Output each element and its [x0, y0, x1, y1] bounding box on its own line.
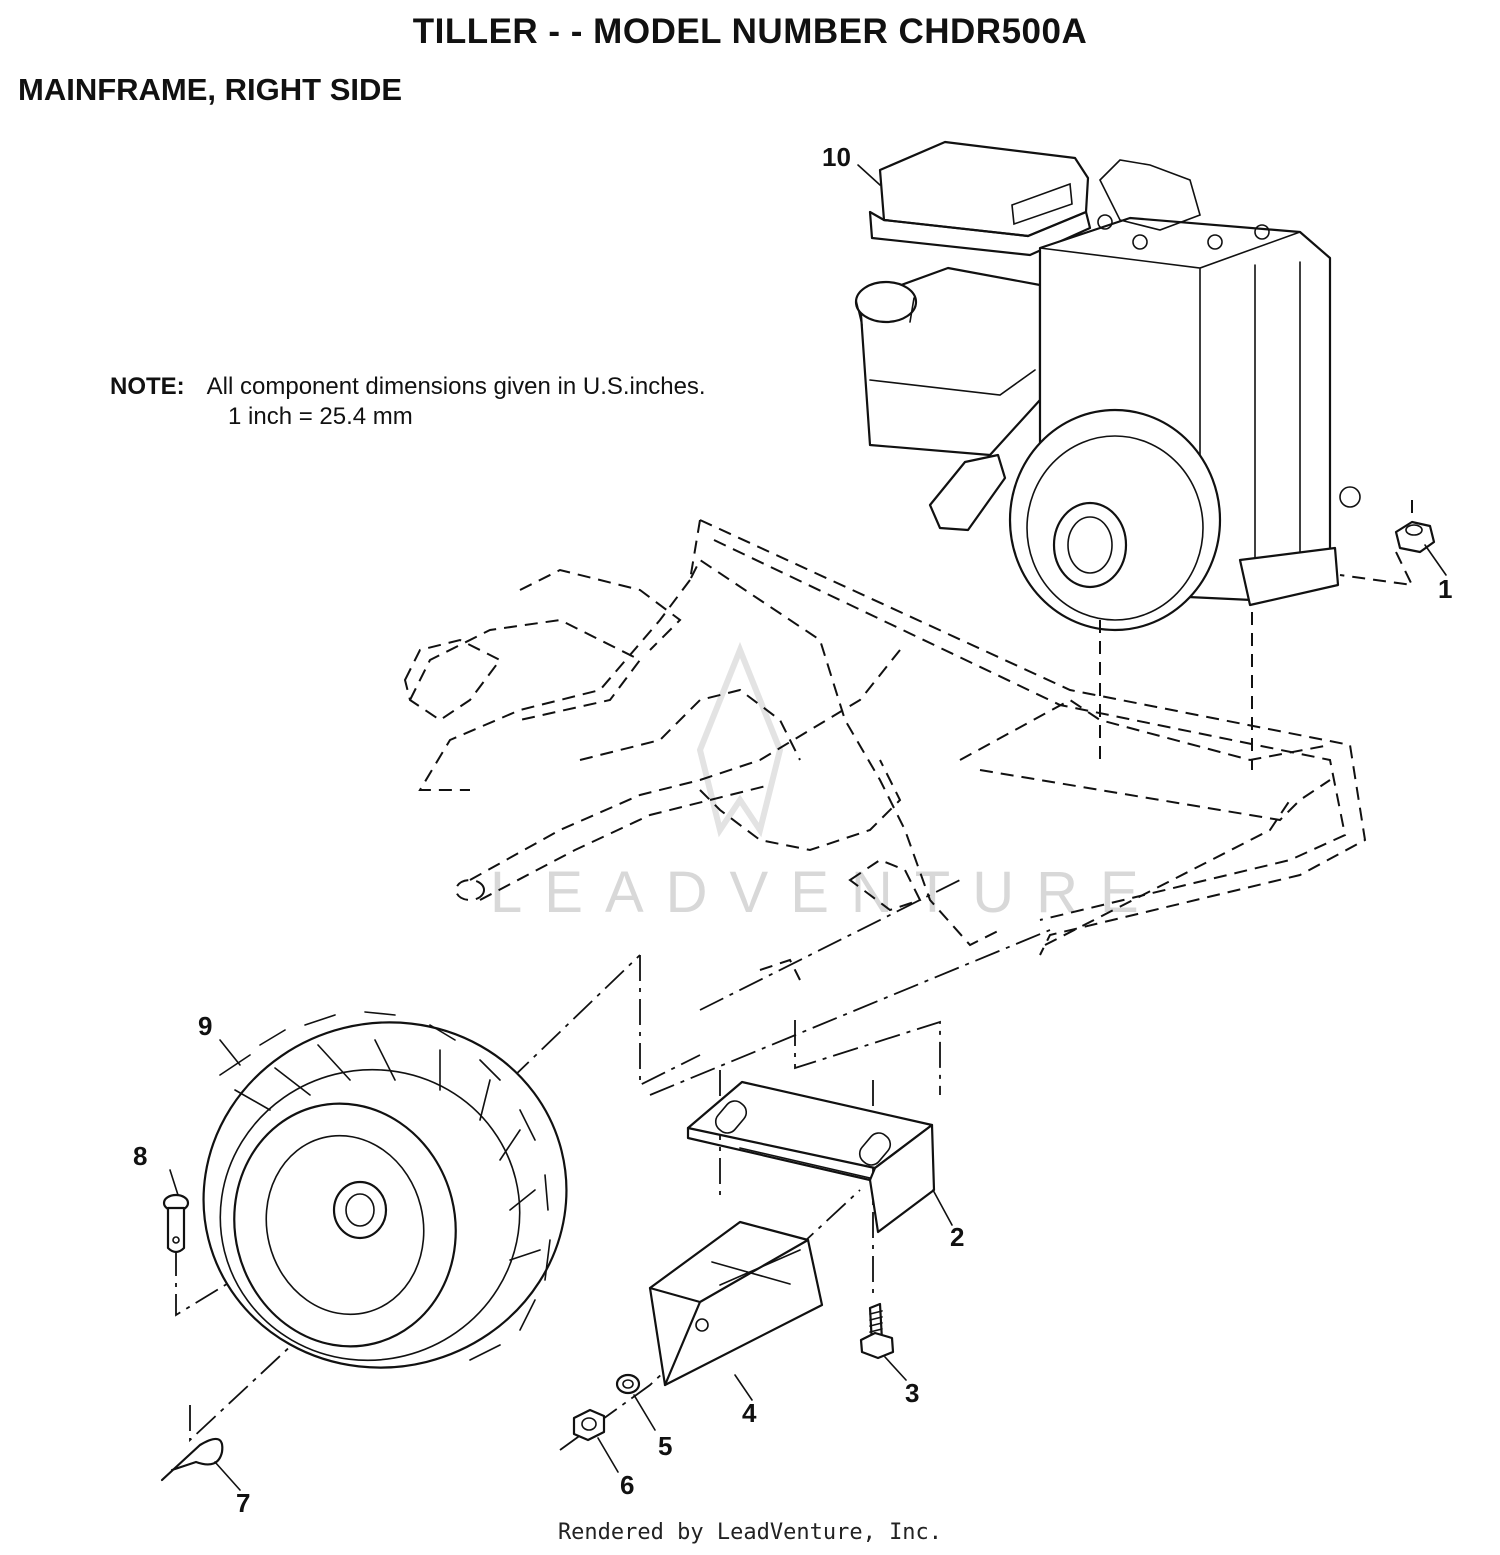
callout-1: 1	[1438, 574, 1452, 604]
hex-nut[interactable]	[572, 1408, 606, 1442]
callout-2: 2	[950, 1222, 964, 1252]
dimension-note: NOTE: All component dimensions given in U…	[110, 372, 706, 432]
clevis-pin[interactable]	[162, 1193, 190, 1254]
callout-10: 10	[822, 142, 851, 172]
callout-5: 5	[658, 1431, 672, 1461]
hairpin-cotter[interactable]	[160, 1437, 224, 1482]
engine[interactable]	[854, 140, 1361, 632]
section-subtitle: MAINFRAME, RIGHT SIDE	[18, 72, 403, 107]
callout-7: 7	[236, 1488, 250, 1518]
page-title: TILLER - - MODEL NUMBER CHDR500A	[412, 12, 1088, 51]
callout-leaders	[169, 164, 1447, 1491]
hex-bolt[interactable]	[859, 1302, 895, 1360]
mainframe-phantom	[403, 519, 1367, 981]
callout-8: 8	[133, 1141, 147, 1171]
lock-washer[interactable]	[615, 1373, 641, 1395]
note-line-2: 1 inch = 25.4 mm	[228, 403, 413, 430]
callout-3: 3	[905, 1378, 919, 1408]
flange-nut[interactable]	[1339, 500, 1436, 587]
footer-credit: Rendered by LeadVenture, Inc.	[557, 1520, 943, 1545]
note-line-1: All component dimensions given in U.S.in…	[206, 373, 706, 400]
mounting-bracket[interactable]	[686, 1080, 936, 1234]
callout-6: 6	[620, 1470, 634, 1500]
callout-4: 4	[742, 1398, 757, 1428]
watermark-text: LEADVENTURE	[490, 860, 1161, 925]
callout-9: 9	[198, 1011, 212, 1041]
wheel-and-tire[interactable]	[167, 984, 603, 1406]
watermark-logo: LEADVENTURE	[490, 641, 1161, 925]
wheel-weight[interactable]	[648, 1220, 824, 1387]
note-label: NOTE:	[110, 373, 185, 400]
